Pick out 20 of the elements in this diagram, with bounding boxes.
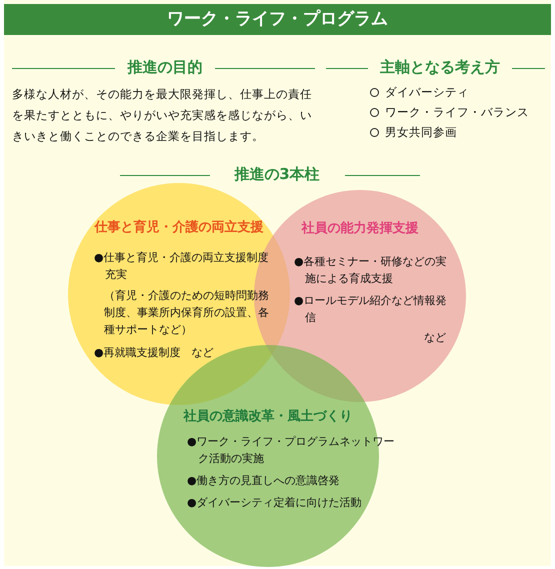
- bullet-text: ●再就職支援制度 など: [94, 345, 215, 361]
- bullet-text: など: [423, 330, 446, 346]
- section-heading: 推進の3本柱: [233, 165, 321, 184]
- bullet-text: ●働き方の見直しへの意識啓発: [187, 473, 341, 489]
- bullet-text: ●ロールモデル紹介など情報発信: [294, 293, 447, 326]
- section-heading: 推進の目的: [126, 58, 204, 77]
- list-item: ダイバーシティ: [385, 84, 469, 101]
- circle-heading: 仕事と育児・介護の両立支援: [93, 219, 264, 237]
- bullet-text: （育児・介護のための短時問勤務制度、事業所内保育所の設置、各種サポートなど）: [103, 288, 270, 338]
- bullet-text: ●仕事と育児・介護の両立支援制度充実: [94, 250, 270, 283]
- bullet-text: ●各種セミナー・研修などの実施による育成支援: [294, 254, 447, 287]
- list-item: 男女共同参画: [385, 124, 457, 141]
- bullet-text: ●ダイバーシティ定着に向けた活動: [187, 495, 363, 511]
- title-band: ワーク・ライフ・プログラム: [4, 4, 551, 35]
- circle-heading: 社員の意識改革・風土づくり: [182, 408, 354, 426]
- list-item: ワーク・ライフ・バランス: [385, 104, 529, 121]
- paragraph: 多様な人材が、その能力を最大限発揮し、仕事上の責任を果たすとともに、やりがいや充実感を感じながら、いきいきと働くことのできる企業を目指します。: [12, 86, 313, 145]
- section-heading: 主軸となる考え方: [379, 58, 501, 77]
- bullet-text: ●ワーク・ライフ・プログラムネットワーク活動の実施: [187, 434, 396, 467]
- circle-heading: 社員の能力発揮支援: [300, 220, 420, 238]
